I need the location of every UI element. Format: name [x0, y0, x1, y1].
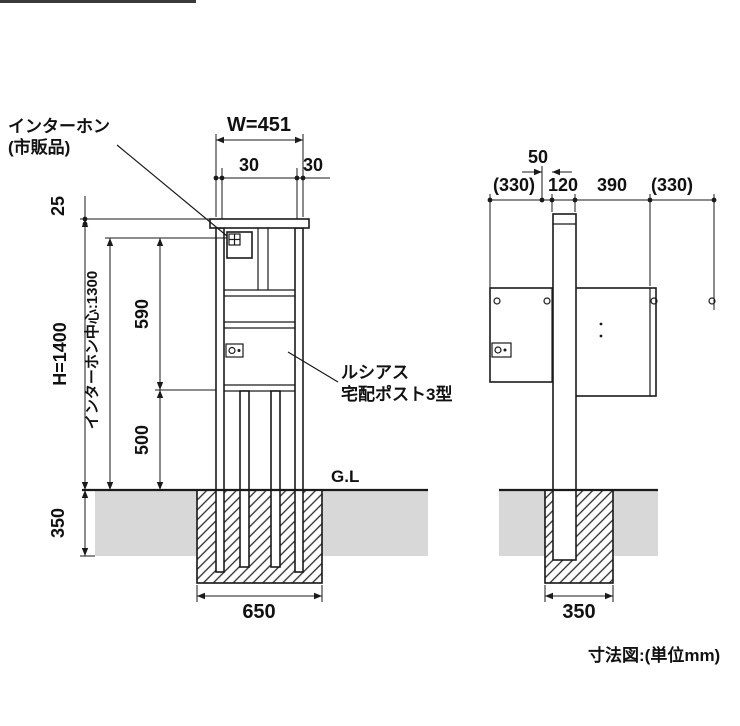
side-ground: [499, 489, 658, 584]
soil-left: [95, 490, 197, 556]
pillar-post-left: [215, 227, 225, 573]
dim-upper-span: 590: [132, 299, 152, 329]
stand-leg-left: [239, 390, 250, 568]
dim-width: W=451: [227, 114, 291, 136]
side-dimensions: 50 (330) 120 390 (330) 350: [487, 147, 717, 623]
screw-icon: [708, 297, 716, 305]
screw-icon: [543, 297, 551, 305]
front-structure: [209, 218, 310, 573]
intercom-label-line1: インターホン: [8, 117, 110, 136]
dim-clearance-right: 30: [303, 155, 323, 175]
pillar-post-side: [552, 213, 577, 561]
side-structure: [489, 213, 716, 561]
product-leader-line: [287, 351, 339, 383]
intercom-leader-line: [116, 144, 228, 237]
dim-lower-span: 500: [132, 425, 152, 455]
dim-side-foundation-width: 350: [562, 601, 595, 623]
dim-post-depth: 120: [548, 175, 578, 195]
rivet-dot: [599, 334, 603, 338]
lock-icon: [225, 343, 244, 358]
stand-leg-right: [270, 390, 281, 568]
pillar-top-cap: [209, 218, 310, 229]
soil-right: [322, 490, 428, 556]
front-ground: [95, 489, 428, 584]
dim-door-swing-rear: (330): [651, 175, 693, 195]
dim-box-depth: 390: [597, 175, 627, 195]
pillar-post-right: [294, 227, 304, 573]
dim-cap: 25: [48, 196, 68, 216]
dim-embed-depth: 350: [48, 508, 68, 538]
front-view: W=451 30 30 25 H=1400 インターホン中心:1300: [8, 114, 452, 623]
dim-height: H=1400: [50, 322, 70, 386]
dim-intercom-center: インターホン中心:1300: [83, 271, 101, 429]
front-dimensions: W=451 30 30 25 H=1400 インターホン中心:1300: [48, 114, 330, 623]
ground-level-label: G.L: [331, 467, 359, 486]
rivet-dot: [599, 322, 603, 326]
page-border-fragment: [0, 0, 196, 3]
dim-foundation-width: 650: [242, 601, 275, 623]
intercom-icon: [226, 231, 253, 259]
soil-left: [499, 490, 545, 556]
soil-right: [613, 490, 658, 556]
intercom-label-line2: (市販品): [8, 137, 70, 157]
product-label-line2: 宅配ポスト3型: [341, 384, 452, 404]
screw-icon: [493, 297, 501, 305]
lock-icon: [491, 342, 512, 358]
product-label-line1: ルシアス: [341, 363, 409, 382]
screw-icon: [650, 297, 658, 305]
side-view: 50 (330) 120 390 (330) 350: [487, 147, 717, 623]
drawing-caption: 寸法図:(単位mm): [588, 645, 720, 665]
dim-front-offset: 50: [528, 147, 548, 167]
front-annotations: インターホン (市販品) ルシアス 宅配ポスト3型 G.L: [8, 117, 452, 486]
dim-door-swing-front: (330): [493, 175, 535, 195]
dim-clearance-left: 30: [239, 155, 259, 175]
